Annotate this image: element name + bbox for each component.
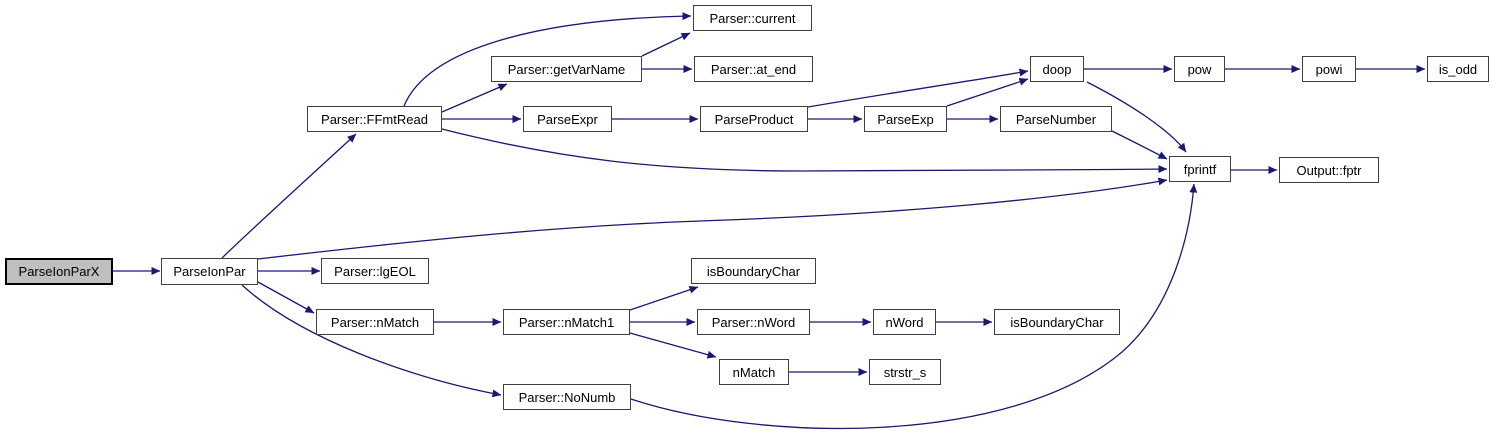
node-label: powi (1315, 61, 1343, 77)
node-parser-ffmtread[interactable]: Parser::FFmtRead (307, 106, 442, 132)
node-parser-lgeol[interactable]: Parser::lgEOL (321, 258, 429, 284)
node-label: Output::fptr (1296, 162, 1362, 178)
node-parser-current[interactable]: Parser::current (693, 5, 812, 31)
edge-doop-to-fprintf (1086, 81, 1187, 153)
node-parser-getvarname[interactable]: Parser::getVarName (491, 56, 642, 82)
node-parser-nword[interactable]: Parser::nWord (697, 309, 810, 335)
node-label: Parser::lgEOL (334, 263, 416, 279)
edge-parser-ffmtread-to-parser-getvarname (441, 83, 508, 113)
node-fprintf[interactable]: fprintf (1169, 156, 1231, 182)
node-parse-product[interactable]: ParseProduct (700, 106, 808, 132)
node-label: ParseNumber (1015, 111, 1097, 127)
node-parser-nmatch1[interactable]: Parser::nMatch1 (503, 309, 630, 335)
node-label: ParseIonPar (173, 264, 246, 279)
edge-parse-product-to-doop (807, 68, 1029, 108)
node-parse-exp[interactable]: ParseExp (864, 106, 947, 132)
edge-parse-ion-par-to-parser-nmatch (257, 281, 315, 314)
edge-parse-ion-par-to-parser-ffmtread (221, 133, 357, 259)
node-parse-ion-par[interactable]: ParseIonPar (161, 258, 258, 285)
edge-parse-exp-to-doop (946, 77, 1029, 107)
node-label: Parser::NoNumb (518, 389, 616, 405)
node-label: Parser::nWord (711, 314, 796, 330)
edge-parser-ffmtread-to-parser-current (403, 12, 692, 107)
edge-parse-ion-par-to-parser-nonumb (241, 284, 502, 398)
node-label: nWord (885, 314, 924, 330)
node-label: Parser::nMatch (330, 314, 420, 330)
node-output-fptr[interactable]: Output::fptr (1279, 157, 1379, 183)
edges-group (113, 12, 1426, 430)
node-label: fprintf (1183, 161, 1217, 177)
edge-parser-nonumb-to-fprintf (630, 183, 1198, 430)
node-label: strstr_s (883, 364, 927, 380)
node-parser-nonumb[interactable]: Parser::NoNumb (503, 384, 631, 410)
edge-parse-number-to-fprintf (1111, 130, 1168, 160)
node-label: nMatch (732, 364, 776, 380)
node-nmatch[interactable]: nMatch (719, 359, 789, 385)
edge-parser-nmatch1-to-nmatch (629, 332, 717, 359)
node-label: ParseIonParX (18, 264, 100, 279)
node-label: Parser::at_end (710, 61, 797, 77)
node-label: ParseExpr (537, 111, 598, 127)
edge-parse-ion-par-to-fprintf (257, 177, 1168, 260)
node-parse-number[interactable]: ParseNumber (1000, 106, 1112, 132)
node-is-boundary-char-2[interactable]: isBoundaryChar (994, 309, 1120, 335)
node-parser-nmatch[interactable]: Parser::nMatch (316, 309, 434, 335)
node-strstr-s[interactable]: strstr_s (869, 359, 941, 385)
node-label: Parser::current (709, 10, 796, 26)
node-is-boundary-char-1[interactable]: isBoundaryChar (691, 258, 816, 284)
node-powi[interactable]: powi (1302, 56, 1356, 82)
node-is-odd[interactable]: is_odd (1427, 56, 1489, 82)
node-parser-at-end[interactable]: Parser::at_end (694, 56, 813, 82)
node-nword[interactable]: nWord (873, 309, 936, 335)
node-pow[interactable]: pow (1174, 56, 1225, 82)
edge-parser-getvarname-to-parser-current (641, 32, 691, 57)
node-label: isBoundaryChar (706, 263, 801, 279)
node-parse-ion-par-x: ParseIonParX (5, 258, 113, 285)
node-label: Parser::getVarName (507, 61, 626, 77)
node-label: pow (1187, 61, 1212, 77)
edge-parser-nmatch1-to-is-boundary-char-1 (629, 285, 699, 311)
node-label: ParseExp (877, 111, 934, 127)
node-label: ParseProduct (714, 111, 794, 127)
node-label: is_odd (1438, 61, 1478, 77)
node-doop[interactable]: doop (1030, 56, 1084, 82)
node-parse-expr[interactable]: ParseExpr (523, 106, 612, 132)
node-label: isBoundaryChar (1010, 314, 1104, 330)
edge-parser-ffmtread-to-fprintf (441, 128, 1168, 174)
node-label: Parser::FFmtRead (321, 111, 428, 127)
node-label: doop (1042, 61, 1072, 77)
node-label: Parser::nMatch1 (518, 314, 615, 330)
